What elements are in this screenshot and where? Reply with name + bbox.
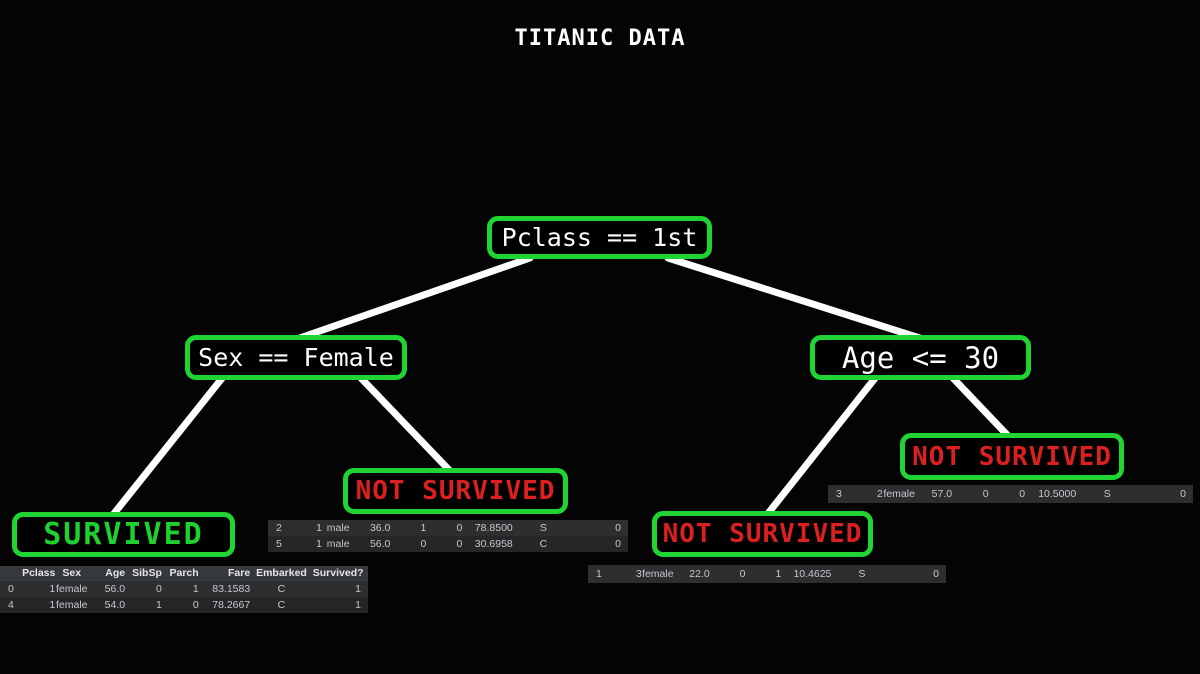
table-header-cell: Survived? (312, 567, 364, 579)
table-header-cell: Parch (169, 567, 199, 579)
table-cell: 10.5000 (1038, 488, 1077, 500)
table-cell: 57.0 (931, 488, 953, 500)
table-header-cell: Fare (228, 567, 251, 579)
table-cell: 0 (615, 538, 621, 550)
edge-sex-to-survived (108, 373, 227, 520)
edge-sex-to-not-survived (356, 373, 456, 477)
table-cell: 2 (276, 522, 282, 534)
table-row: 1 3 female 22.0 0 1 10.4625 S 0 (588, 565, 946, 583)
survived-table: Pclass Sex Age SibSp Parch Fare Embarked… (0, 566, 368, 613)
table-cell: 0 (456, 538, 463, 550)
table-cell: 36.0 (369, 522, 391, 534)
table-cell: 22.0 (689, 568, 710, 580)
table-header-row: Pclass Sex Age SibSp Parch Fare Embarked… (0, 566, 368, 581)
table-cell: 0 (1019, 488, 1026, 500)
leaf-not-survived-right-label: NOT SURVIVED (662, 519, 863, 549)
table-cell: 5 (276, 538, 282, 550)
table-cell: 0 (8, 583, 14, 595)
node-age-label: Age <= 30 (841, 340, 1000, 375)
table-cell: 0 (933, 568, 939, 580)
table-header-cell (0, 566, 22, 581)
table-cell: 54.0 (104, 599, 126, 611)
table-cell: 1 (355, 599, 361, 611)
table-cell: 1 (49, 599, 56, 611)
edge-age-to-not-survived-right (948, 373, 1016, 444)
table-cell: 3 (836, 488, 842, 500)
node-sex-label: Sex == Female (198, 343, 394, 372)
node-age: Age <= 30 (810, 335, 1031, 380)
not-survived-right-table: 1 3 female 22.0 0 1 10.4625 S 0 (588, 565, 946, 583)
table-cell: female (883, 488, 915, 500)
node-sex: Sex == Female (185, 335, 407, 380)
table-cell: S (858, 568, 866, 580)
table-row: 4 1 female 54.0 1 0 78.2667 C 1 (0, 597, 368, 613)
table-cell: C (277, 599, 286, 611)
table-cell: 4 (8, 599, 14, 611)
not-survived-middle-table: 2 1 male 36.0 1 0 78.8500 S 0 5 1 male 5… (268, 520, 628, 552)
table-cell: 10.4625 (793, 568, 832, 580)
table-cell: 0 (615, 522, 621, 534)
table-header-cell: Sex (62, 567, 82, 579)
table-cell: 83.1583 (212, 583, 251, 595)
table-cell: 78.2667 (212, 599, 251, 611)
table-row: 5 1 male 56.0 0 0 30.6958 C 0 (268, 536, 628, 552)
node-pclass-label: Pclass == 1st (501, 223, 698, 252)
table-header-cell: Pclass (22, 567, 56, 579)
table-cell: 0 (192, 599, 199, 611)
table-cell: 2 (876, 488, 883, 500)
page-title: TITANIC DATA (514, 26, 686, 51)
table-cell: 1 (316, 522, 322, 534)
table-row: 2 1 male 36.0 1 0 78.8500 S 0 (268, 520, 628, 536)
table-cell: 0 (1180, 488, 1186, 500)
leaf-not-survived-right: NOT SURVIVED (652, 511, 873, 557)
table-cell: 1 (156, 599, 162, 611)
table-cell: female (55, 599, 88, 611)
table-cell: 56.0 (104, 583, 126, 595)
table-cell: 78.8500 (474, 522, 513, 534)
table-cell: S (1103, 488, 1111, 500)
leaf-not-survived-middle-label: NOT SURVIVED (355, 476, 556, 506)
table-header-cell: SibSp (132, 567, 162, 579)
table-cell: 56.0 (369, 538, 391, 550)
table-cell: 1 (316, 538, 322, 550)
table-cell: 1 (596, 568, 602, 580)
table-cell: C (277, 583, 286, 595)
table-cell: 1 (355, 583, 361, 595)
not-survived-top-table: 3 2 female 57.0 0 0 10.5000 S 0 (828, 485, 1193, 503)
table-cell: 3 (635, 568, 642, 580)
table-cell: 0 (456, 522, 463, 534)
table-cell: C (539, 538, 548, 550)
table-header-cell: Age (105, 567, 126, 579)
leaf-survived: SURVIVED (12, 512, 235, 557)
table-cell: 1 (192, 583, 199, 595)
table-header-cell: Embarked (256, 567, 307, 579)
table-cell: female (642, 568, 674, 580)
table-cell: 1 (775, 568, 782, 580)
table-cell: 0 (739, 568, 746, 580)
edge-root-to-sex (290, 254, 534, 344)
table-cell: male (326, 538, 350, 550)
table-cell: male (326, 522, 350, 534)
table-cell: 0 (982, 488, 989, 500)
leaf-not-survived-middle: NOT SURVIVED (343, 468, 568, 514)
table-row: 0 1 female 56.0 0 1 83.1583 C 1 (0, 581, 368, 597)
table-cell: S (539, 522, 547, 534)
leaf-not-survived-top: NOT SURVIVED (900, 433, 1124, 480)
leaf-not-survived-top-label: NOT SURVIVED (912, 441, 1112, 472)
table-cell: female (55, 583, 88, 595)
table-cell: 0 (420, 538, 427, 550)
table-cell: 30.6958 (474, 538, 513, 550)
edge-root-to-age (664, 254, 930, 344)
table-cell: 1 (49, 583, 56, 595)
node-pclass: Pclass == 1st (487, 216, 712, 259)
table-row: 3 2 female 57.0 0 0 10.5000 S 0 (828, 485, 1193, 503)
edge-age-to-not-survived-left (762, 373, 880, 520)
table-cell: 1 (420, 522, 427, 534)
leaf-survived-label: SURVIVED (43, 517, 204, 552)
table-cell: 0 (156, 583, 162, 595)
